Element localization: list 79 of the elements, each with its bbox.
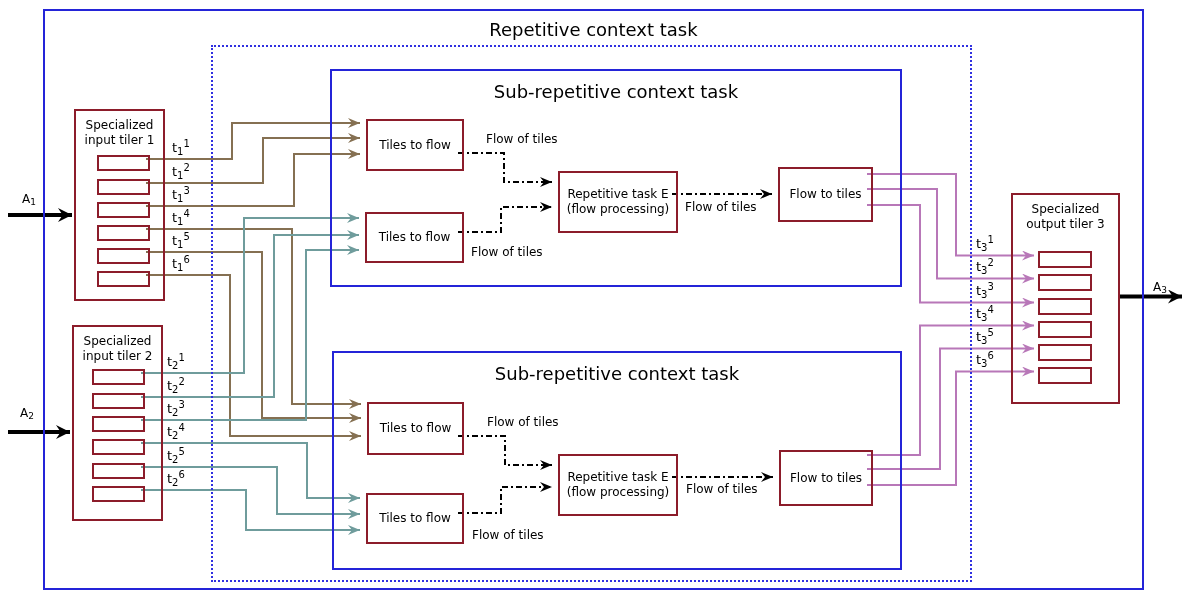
tile-slot xyxy=(97,225,150,241)
node-label: Sub-repetitive context task xyxy=(494,362,740,386)
tile-slot xyxy=(92,439,145,455)
node-label: Specialized input tiler 2 xyxy=(81,334,154,364)
edge-label: Flow of tiles xyxy=(471,245,543,259)
arrow xyxy=(866,204,1035,308)
arrow xyxy=(866,188,1035,284)
tile-slot xyxy=(1038,274,1092,291)
process-box xyxy=(365,212,464,263)
edge-label: Flow of tiles xyxy=(685,200,757,214)
arrow xyxy=(866,173,1035,261)
tile-slot xyxy=(1038,298,1092,315)
dotted-frame xyxy=(211,45,972,582)
arrow xyxy=(457,152,553,187)
arrow xyxy=(671,189,773,199)
arrow xyxy=(866,366,1035,486)
arrow xyxy=(671,472,774,482)
tile-slot xyxy=(92,369,145,385)
node-label: Flow to tiles xyxy=(788,187,863,202)
tile-slot xyxy=(97,202,150,218)
edge-label: A$_{2}$ xyxy=(20,406,34,420)
process-box xyxy=(558,454,678,516)
tile-slot xyxy=(97,271,150,287)
arrow xyxy=(145,133,361,184)
tile-slot xyxy=(1038,344,1092,361)
edge-label: Flow of tiles xyxy=(686,482,758,496)
arrow xyxy=(145,149,361,207)
arrow xyxy=(145,274,362,441)
node-label: Tiles to flow xyxy=(377,230,452,245)
node-label: Sub-repetitive context task xyxy=(493,80,739,104)
edge-label: Flow of tiles xyxy=(472,528,544,542)
arrow xyxy=(8,425,70,439)
process-box xyxy=(366,493,464,544)
node-label: Repetitive task E (flow processing) xyxy=(565,470,671,500)
arrow xyxy=(866,343,1035,470)
edge-label: A$_{1}$ xyxy=(22,192,36,206)
tiler-box xyxy=(1011,193,1120,404)
tile-slot xyxy=(92,416,145,432)
edge-label: Flow of tiles xyxy=(487,415,559,429)
tile-slot xyxy=(97,248,150,264)
tile-slot xyxy=(97,155,150,171)
arrow xyxy=(140,466,361,519)
tile-slot xyxy=(1038,251,1092,268)
arrow xyxy=(457,482,553,514)
tile-slot xyxy=(92,486,145,502)
edge-label: A$_{3}$ xyxy=(1153,280,1167,294)
tile-slot xyxy=(97,179,150,195)
node-label: Specialized input tiler 1 xyxy=(83,118,156,148)
process-box xyxy=(779,450,873,506)
node-label: Specialized output tiler 3 xyxy=(1025,202,1106,232)
process-box xyxy=(558,171,678,233)
arrow xyxy=(457,435,553,470)
tile-slot xyxy=(1038,367,1092,384)
subtask-frame xyxy=(332,351,902,570)
arrow xyxy=(8,208,72,222)
arrow xyxy=(140,442,361,503)
tile-slot xyxy=(92,393,145,409)
arrow xyxy=(140,489,361,535)
arrow xyxy=(1118,289,1182,304)
tile-slot xyxy=(1038,321,1092,338)
node-label: Tiles to flow xyxy=(378,511,452,526)
arrow xyxy=(145,118,361,160)
node-label: Repetitive task E (flow processing) xyxy=(565,187,671,217)
node-label: Tiles to flow xyxy=(378,421,453,436)
edge-label: Flow of tiles xyxy=(486,132,558,146)
process-box xyxy=(367,402,464,455)
node-label: Flow to tiles xyxy=(788,470,864,486)
arrow xyxy=(140,213,360,374)
tiler-box xyxy=(74,109,165,301)
tile-slot xyxy=(92,463,145,479)
subtask-frame xyxy=(330,69,902,287)
process-box xyxy=(778,167,873,222)
node-label: Tiles to flow xyxy=(378,137,452,153)
node-label: Repetitive context task xyxy=(489,18,698,42)
arrow xyxy=(457,202,553,233)
arrow xyxy=(866,320,1035,456)
process-box xyxy=(366,119,464,171)
context-frame xyxy=(43,9,1144,590)
tiler-box xyxy=(72,325,163,521)
